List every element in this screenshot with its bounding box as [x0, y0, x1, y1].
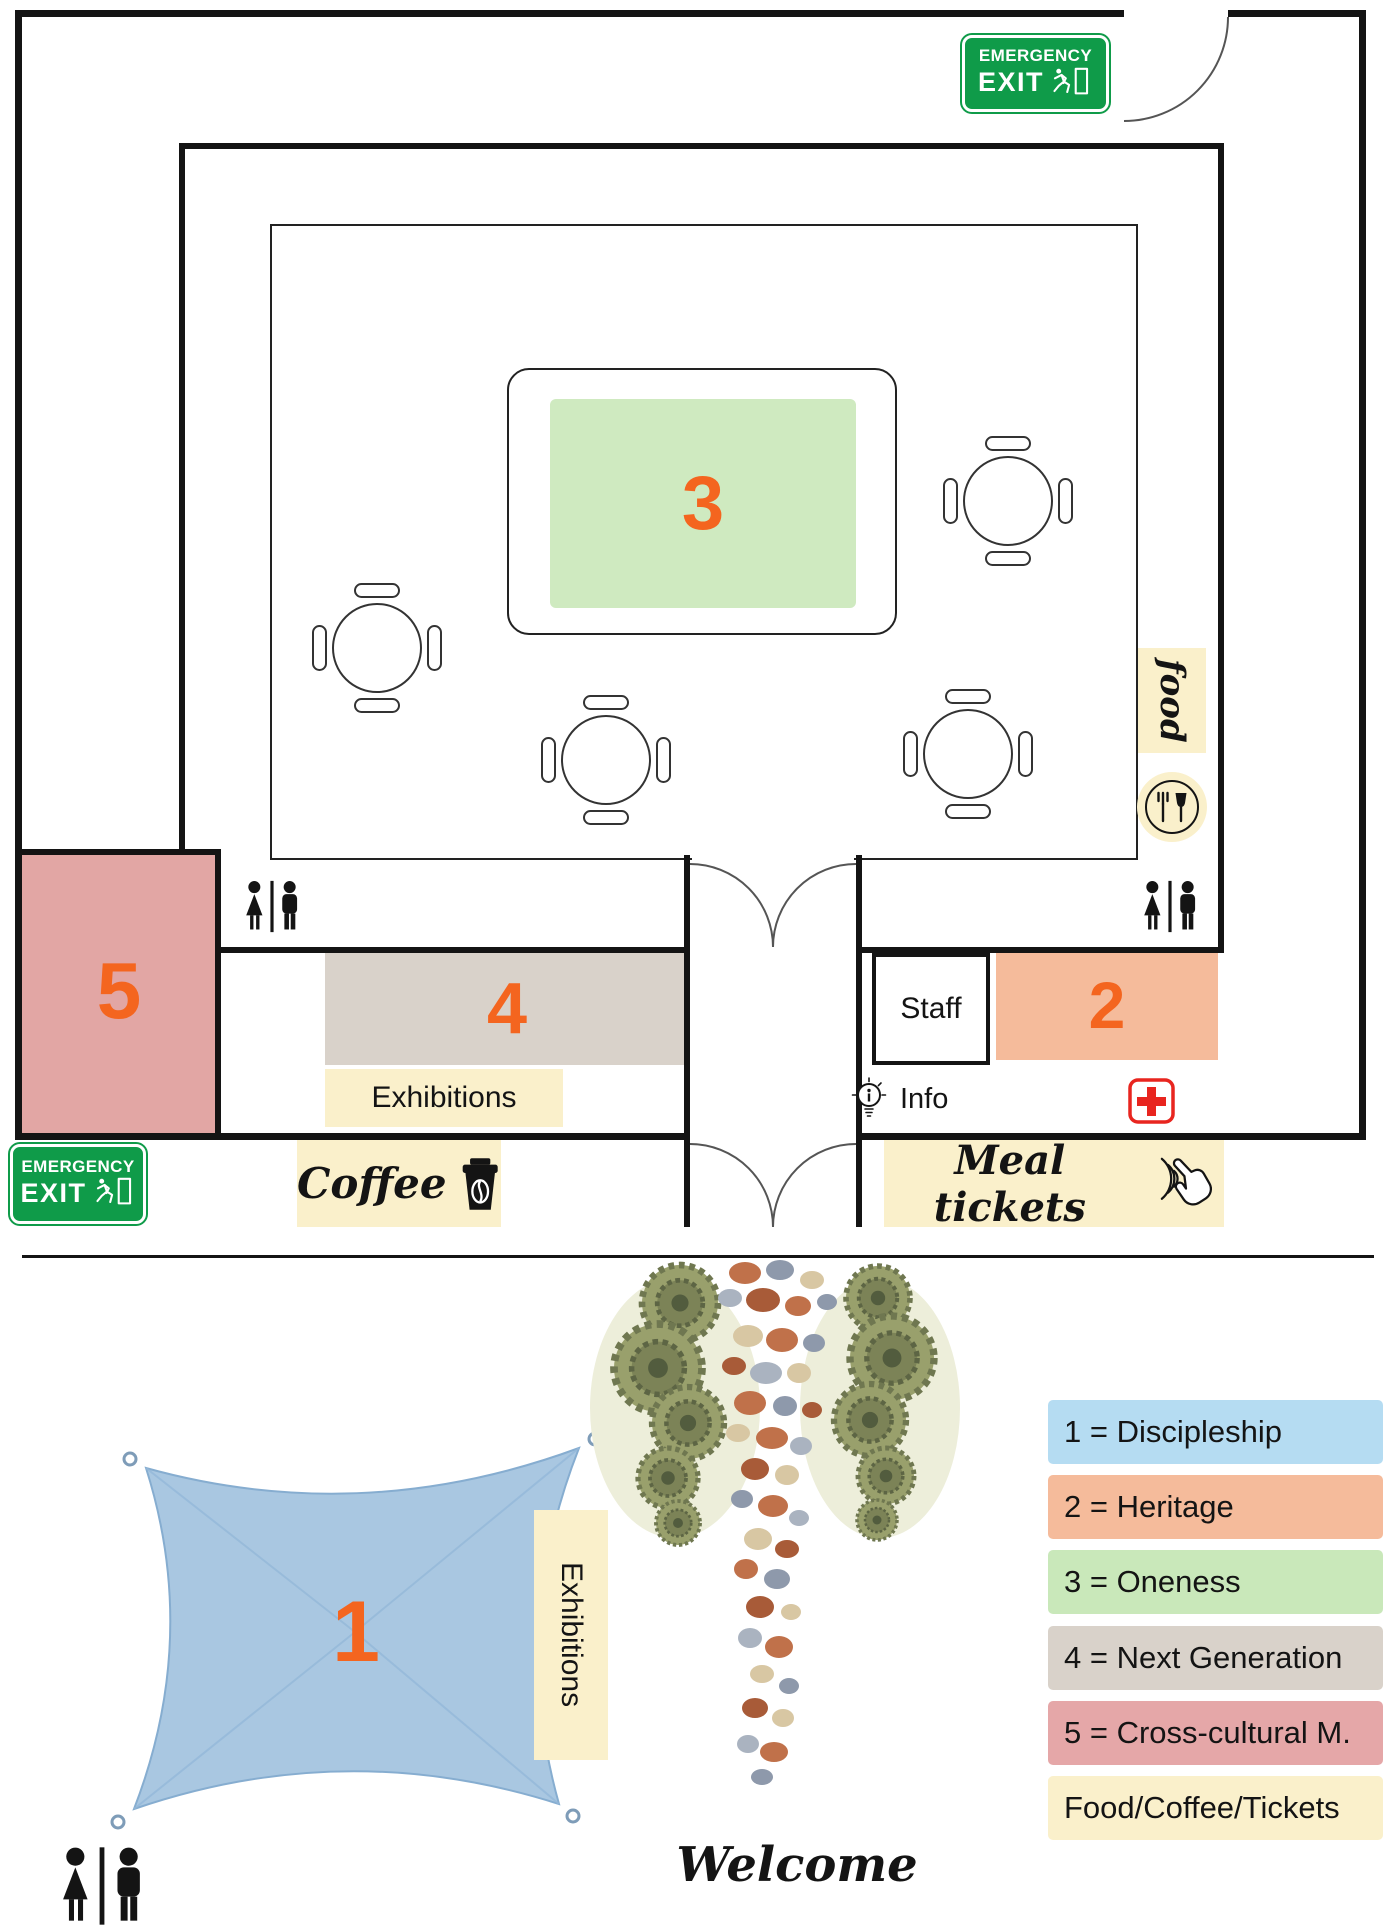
door-arc-top-right — [1123, 16, 1229, 122]
room-2-area — [996, 950, 1218, 1060]
inner-wall-bottom-right — [856, 947, 1224, 953]
room-4-area — [325, 953, 689, 1065]
door-arc-entry-left — [689, 1143, 774, 1228]
room-5-number: 5 — [96, 946, 142, 1035]
outer-wall-top-left — [15, 10, 1124, 17]
door-arc-hall-right — [772, 863, 857, 948]
room-3-number: 3 — [681, 460, 725, 546]
running-man-icon — [95, 1177, 131, 1205]
exhibitions-indoor-label: Exhibitions — [325, 1069, 563, 1127]
restroom-icon — [246, 880, 298, 933]
legend-item-label: 4 = Next Generation — [1064, 1640, 1343, 1675]
legend-item-food-coffee-tickets: Food/Coffee/Tickets — [1048, 1776, 1383, 1840]
outer-wall-right — [1359, 10, 1366, 1140]
food-icon — [1137, 772, 1207, 842]
inner-wall-top — [179, 143, 1224, 149]
food-label-text: food — [1152, 658, 1192, 743]
exhibitions-tent-label: Exhibitions — [534, 1510, 608, 1760]
staff-label: Staff — [900, 992, 962, 1025]
coffee-text: Coffee — [297, 1159, 447, 1208]
round-table — [943, 436, 1073, 566]
room-3-area — [550, 399, 856, 608]
legend-item-label: Food/Coffee/Tickets — [1064, 1790, 1340, 1825]
info-label: Info — [900, 1083, 949, 1115]
legend-item-label: 5 = Cross-cultural M. — [1064, 1715, 1351, 1750]
legend-item-next-generation: 4 = Next Generation — [1048, 1626, 1383, 1690]
welcome-text: Welcome — [676, 1837, 918, 1893]
legend-item-label: 2 = Heritage — [1064, 1489, 1234, 1524]
first-aid-icon — [1128, 1078, 1175, 1124]
coffee-cup-icon — [462, 1157, 498, 1210]
emergency-exit-sign-top: EMERGENCY EXIT — [962, 35, 1109, 112]
emergency-line1: EMERGENCY — [978, 46, 1093, 66]
room-2-number: 2 — [1088, 968, 1126, 1042]
info-icon — [851, 1077, 887, 1117]
running-man-icon — [1053, 67, 1089, 95]
round-table — [903, 689, 1033, 819]
food-label: food — [1138, 648, 1206, 753]
coffee-label: Coffee — [297, 1140, 501, 1227]
door-arc-entry-right — [772, 1143, 857, 1228]
tent-room-1-number: 1 — [332, 1584, 380, 1680]
outer-wall-left — [15, 10, 22, 1140]
bushes — [590, 1258, 960, 1547]
emergency-exit-sign-bottom: EMERGENCY EXIT — [10, 1144, 146, 1224]
legend-item-cross-cultural: 5 = Cross-cultural M. — [1048, 1701, 1383, 1765]
hall-outline-door-gap — [692, 855, 854, 863]
meal-tickets-text: Meal tickets — [933, 1136, 1086, 1231]
inner-wall-bottom-left — [215, 947, 690, 953]
legend-item-label: 3 = Oneness — [1064, 1564, 1241, 1599]
staff-room: Staff — [872, 953, 990, 1065]
exhibitions-indoor-text: Exhibitions — [371, 1081, 517, 1114]
inner-wall-right — [1218, 143, 1224, 953]
room-4-number: 4 — [486, 969, 528, 1049]
legend-item-label: 1 = Discipleship — [1064, 1414, 1282, 1449]
room-5-area — [17, 849, 221, 1133]
site-boundary-line — [22, 1255, 1374, 1258]
legend-item-heritage: 2 = Heritage — [1048, 1475, 1383, 1539]
emergency-line1: EMERGENCY — [21, 1156, 135, 1176]
restroom-icon — [1144, 880, 1196, 933]
legend-item-oneness: 3 = Oneness — [1048, 1550, 1383, 1614]
outer-wall-bottom-right — [856, 1133, 1366, 1140]
round-table — [312, 583, 442, 713]
round-table — [541, 695, 671, 825]
door-arc-hall-left — [689, 863, 774, 948]
corridor-wall-right — [856, 855, 862, 1227]
emergency-line2: EXIT — [977, 67, 1044, 98]
legend-item-discipleship: 1 = Discipleship — [1048, 1400, 1383, 1464]
tent-room-1 — [110, 1431, 603, 1830]
restroom-icon-outdoor — [63, 1847, 140, 1925]
stone-path — [718, 1260, 837, 1785]
corridor-wall-left — [684, 855, 690, 1227]
exhibitions-tent-text: Exhibitions — [555, 1562, 588, 1708]
contactless-payment-icon — [1160, 1157, 1212, 1206]
outer-wall-bottom-left — [15, 1133, 690, 1140]
meal-tickets-label: Meal tickets — [884, 1137, 1224, 1231]
inner-wall-left — [179, 143, 185, 855]
emergency-line2: EXIT — [20, 1177, 87, 1208]
outer-wall-top-right — [1228, 10, 1366, 17]
